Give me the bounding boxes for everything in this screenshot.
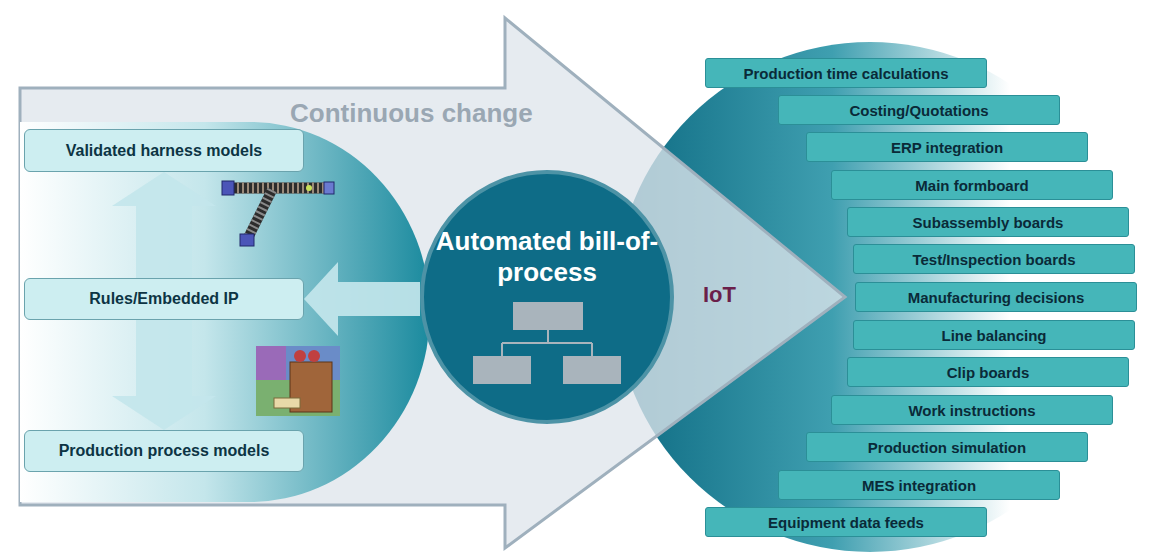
- box-text: MES integration: [862, 477, 976, 494]
- output-box: Clip boards: [847, 357, 1129, 387]
- box-text: Work instructions: [908, 402, 1035, 419]
- output-box: Work instructions: [831, 395, 1113, 425]
- box-text: Test/Inspection boards: [912, 251, 1075, 268]
- output-box: ERP integration: [806, 132, 1088, 162]
- box-text: Production simulation: [868, 439, 1026, 456]
- iot-label: IoT: [703, 282, 736, 308]
- box-text: ERP integration: [891, 139, 1003, 156]
- block-arrow: [112, 172, 216, 278]
- box-text: Automated bill-of-process: [427, 226, 667, 288]
- output-box: MES integration: [778, 470, 1060, 500]
- output-box: Production simulation: [806, 432, 1088, 462]
- box-text: Validated harness models: [66, 142, 263, 160]
- output-box: Equipment data feeds: [705, 507, 987, 537]
- output-box: Production time calculations: [705, 58, 987, 88]
- block-arrow: [304, 262, 420, 336]
- big-arrow: [20, 18, 845, 548]
- harness-icon: [222, 181, 334, 246]
- model-box: Production process models: [24, 430, 304, 472]
- output-box: Costing/Quotations: [778, 95, 1060, 125]
- box-text: Production time calculations: [743, 65, 948, 82]
- box-text: Subassembly boards: [913, 214, 1064, 231]
- output-box: Main formboard: [831, 170, 1113, 200]
- box-text: Production process models: [59, 442, 270, 460]
- box-text: Rules/Embedded IP: [89, 290, 238, 308]
- box-text: Line balancing: [941, 327, 1046, 344]
- process-circle: Automated bill-of-process: [420, 170, 674, 424]
- output-box: Subassembly boards: [847, 207, 1129, 237]
- box-text: Clip boards: [947, 364, 1030, 381]
- output-box: Test/Inspection boards: [853, 244, 1135, 274]
- machine-icon: [256, 346, 340, 416]
- box-text: Main formboard: [915, 177, 1028, 194]
- model-box: Validated harness models: [24, 129, 304, 172]
- left-region: [20, 122, 430, 502]
- output-box: Manufacturing decisions: [855, 282, 1137, 312]
- box-text: Equipment data feeds: [768, 514, 924, 531]
- box-text: Costing/Quotations: [849, 102, 988, 119]
- tree-icon: [473, 302, 621, 384]
- block-arrow: [112, 320, 216, 430]
- output-box: Line balancing: [853, 320, 1135, 350]
- flow-label: Continuous change: [290, 98, 533, 129]
- box-text: Manufacturing decisions: [908, 289, 1085, 306]
- model-box: Rules/Embedded IP: [24, 278, 304, 320]
